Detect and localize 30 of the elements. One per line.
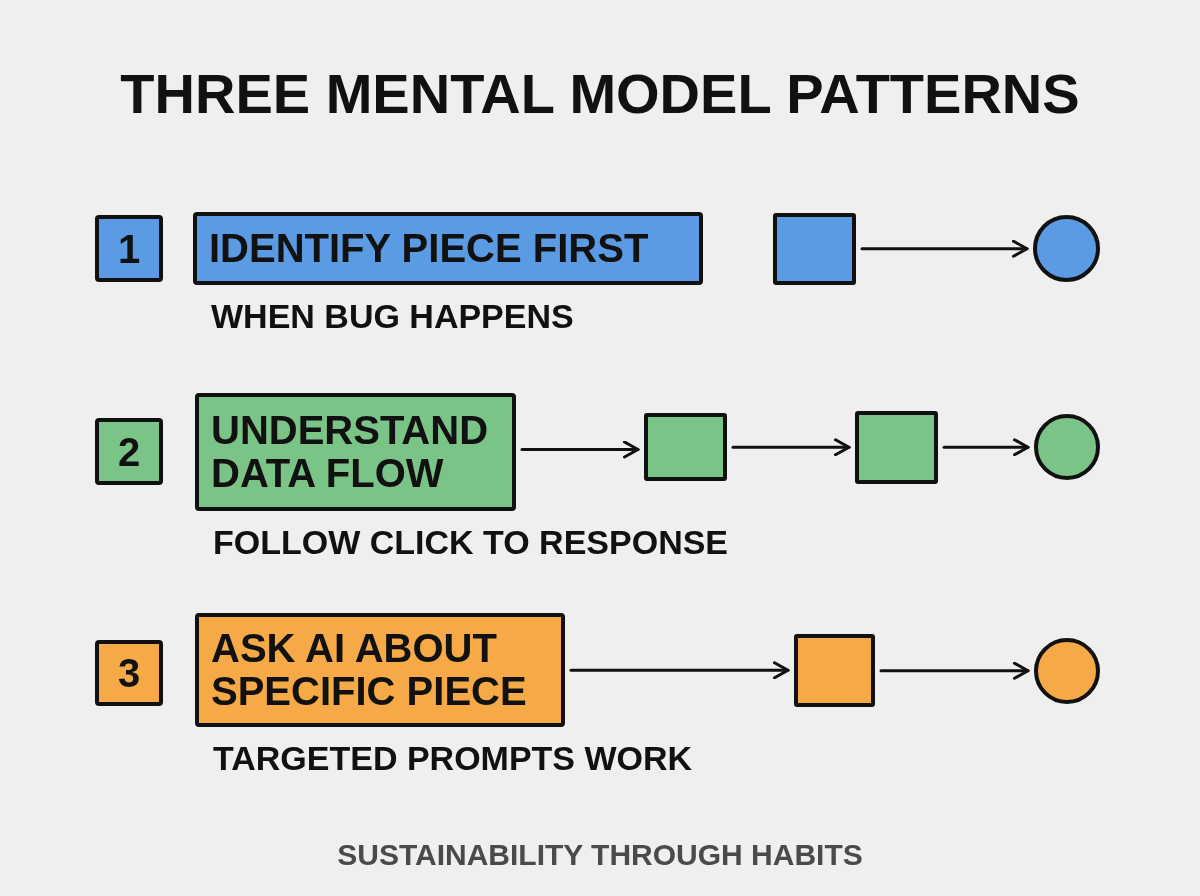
square-shape [794,634,875,707]
arrow [860,239,1029,258]
caption: SUSTAINABILITY THROUGH HABITS [337,840,863,870]
step-title: IDENTIFY PIECE FIRST [208,226,650,271]
step-number: 3 [117,653,141,693]
square-shape [773,213,856,285]
circle-shape [1034,414,1100,480]
diagram-title: THREE MENTAL MODEL PATTERNS [120,66,1080,122]
square-shape [644,413,727,481]
step-number: 2 [117,431,141,472]
arrow [879,661,1030,680]
arrow [731,438,851,457]
number-badge [95,418,163,485]
step-subtitle: TARGETED PROMPTS WORK [213,741,693,775]
arrow [569,661,790,680]
square-shape [855,411,938,484]
title-box [195,393,516,511]
step-subtitle: WHEN BUG HAPPENS [211,299,574,333]
number-badge [95,215,163,282]
step-title: UNDERSTAND DATA FLOW [210,408,490,496]
circle-shape [1033,215,1100,282]
arrow [520,440,640,459]
title-box [195,613,565,727]
step-number: 1 [117,228,141,269]
arrow [942,438,1030,457]
number-badge [95,640,163,706]
title-box [193,212,703,285]
step-subtitle: FOLLOW CLICK TO RESPONSE [213,525,729,559]
circle-shape [1034,638,1100,704]
step-title: ASK AI ABOUT SPECIFIC PIECE [210,626,528,714]
